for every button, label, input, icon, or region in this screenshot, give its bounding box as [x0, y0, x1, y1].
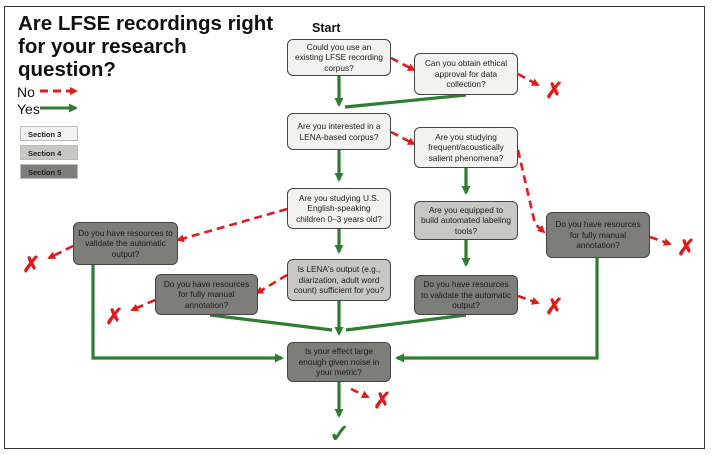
- flow-validateleft-to-effect: [91, 265, 284, 363]
- flow-ethics-to-cross: [517, 72, 540, 87]
- node-us-english: Are you studying U.S. English-speaking c…: [287, 188, 391, 229]
- cross-icon: ✗: [105, 304, 124, 329]
- flow-corpus-to-ethics: [390, 56, 416, 72]
- node-effect-size: Is your effect large enough given noise …: [287, 342, 391, 382]
- flow-effect-to-cross: [350, 387, 370, 399]
- node-validate-mid: Do you have resources to validate the au…: [414, 275, 518, 315]
- flow-lena-to-frequent: [390, 130, 416, 146]
- cross-icon: ✗: [373, 388, 392, 413]
- legend-no-label: No: [17, 84, 35, 100]
- flow-ethics-to-lena: [344, 93, 467, 109]
- node-frequent-phenomena: Are you studying frequent/acoustically s…: [414, 127, 518, 168]
- node-existing-corpus: Could you use an existing LFSE recording…: [287, 39, 391, 76]
- node-automated-tools: Are you equipped to build automated labe…: [414, 201, 518, 240]
- start-label: Start: [312, 21, 341, 35]
- flow-validatemid-to-effect: [345, 313, 467, 332]
- cross-icon: ✗: [22, 252, 41, 277]
- flow-validateleft-to-cross: [47, 244, 74, 260]
- flow-frequent-to-manualright: [516, 149, 546, 234]
- legend-yes-label: Yes: [17, 101, 40, 117]
- flow-manualmid-to-cross: [130, 298, 156, 312]
- flow-manualright-to-cross: [649, 235, 672, 246]
- node-validate-left: Do you have resources to validate the au…: [73, 222, 178, 265]
- node-lena-corpus: Are you interested in a LENA-based corpu…: [287, 113, 391, 150]
- node-manual-right: Do you have resources for fully manual a…: [546, 212, 650, 258]
- cross-icon: ✗: [545, 294, 564, 319]
- flow-validatemid-to-cross: [517, 294, 540, 305]
- flow-lenaout-to-manualmid: [255, 273, 288, 295]
- flow-us-to-validateleft: [176, 207, 288, 243]
- check-icon: ✓: [329, 420, 350, 448]
- cross-icon: ✗: [545, 78, 564, 103]
- chart-title: Are LFSE recordings right for your resea…: [18, 12, 274, 81]
- node-lena-output: Is LENA's output (e.g., diarization, adu…: [287, 259, 391, 301]
- node-ethical-approval: Can you obtain ethical approval for data…: [414, 53, 518, 95]
- node-manual-mid: Do you have resources for fully manual a…: [155, 274, 258, 315]
- figure-border: [4, 6, 705, 449]
- flow-manualright-to-effect: [395, 258, 599, 363]
- cross-icon: ✗: [677, 235, 696, 260]
- legend-section-3: Section 3: [20, 126, 78, 141]
- flow-manualmid-to-effect: [209, 313, 333, 332]
- legend-section-5: Section 5: [20, 164, 78, 179]
- legend-section-4: Section 4: [20, 145, 78, 160]
